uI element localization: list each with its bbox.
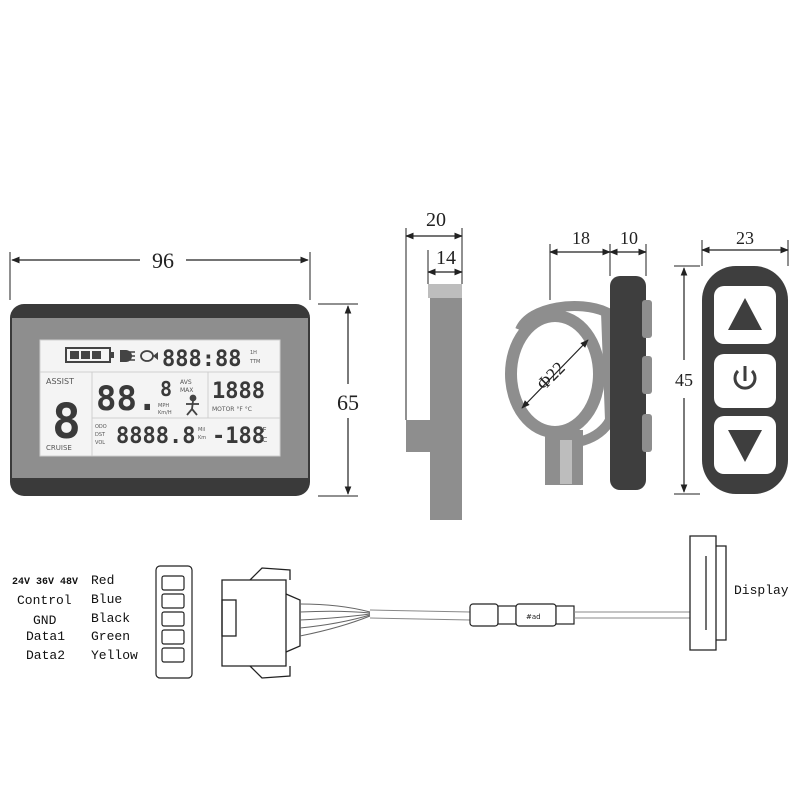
odo-unit-1: Mil xyxy=(198,427,205,433)
temp-unit-c: °C xyxy=(259,436,268,444)
motor-label: MOTOR °F °C xyxy=(212,406,252,413)
assist-digit: 8 xyxy=(52,394,81,450)
clock-digits: 888:88 xyxy=(162,347,241,372)
headlight-icon xyxy=(120,350,135,362)
cruise-label: CRUISE xyxy=(46,444,72,452)
svg-text:10: 10 xyxy=(620,228,638,248)
display-label: Display xyxy=(734,583,789,598)
clock-unit-top: 1H xyxy=(250,350,257,356)
lcd-screen xyxy=(39,339,281,457)
speed-digits: 88. xyxy=(96,379,157,419)
walk-assist-icon xyxy=(186,394,199,416)
wire-label-data2: Data2 xyxy=(26,648,65,663)
svg-text:Φ22: Φ22 xyxy=(533,358,569,394)
svg-text:20: 20 xyxy=(426,209,446,231)
svg-text:23: 23 xyxy=(736,228,754,248)
dimension-side-body: 14 xyxy=(427,247,463,284)
wire-color-green: Green xyxy=(91,629,130,644)
voltage-label: 24V 36V 48V xyxy=(12,577,78,588)
odo-unit-2: Km xyxy=(198,435,206,441)
lcd-display-front: 888:88 1H TTM ASSIST 8 CRUISE 88. 8 MPH … xyxy=(10,304,310,496)
temp-unit-f: °F xyxy=(259,426,267,434)
arrow-down-icon xyxy=(728,430,762,462)
speed-unit-2: Km/H xyxy=(158,410,172,416)
dimension-keypad-width: 23 xyxy=(701,228,789,266)
handlebar-clamp: Φ22 xyxy=(505,301,616,485)
speed-decimal: 8 xyxy=(160,377,172,401)
cable-to-display xyxy=(574,611,690,619)
max-label: MAX xyxy=(180,387,193,394)
wire-color-blue: Blue xyxy=(91,592,122,607)
svg-text:#ad: #ad xyxy=(526,613,541,621)
wire-label-data1: Data1 xyxy=(26,629,65,644)
switch-side-body xyxy=(610,276,652,490)
wiring-labels: 24V 36V 48V Control GND Data1 Data2 Red … xyxy=(12,573,138,663)
wire-color-red: Red xyxy=(91,573,114,588)
keypad-front xyxy=(702,266,788,494)
wire-label-gnd: GND xyxy=(33,613,57,628)
dimension-clamp-width: 18 10 xyxy=(549,228,647,300)
odo-label: ODO xyxy=(95,424,107,430)
svg-text:96: 96 xyxy=(152,248,174,273)
speed-unit: MPH xyxy=(158,403,169,409)
svg-text:45: 45 xyxy=(675,370,693,390)
power-digits: 1888 xyxy=(212,379,265,404)
temp-digits: -188 xyxy=(212,424,265,449)
display-connector xyxy=(689,535,727,651)
wire-color-black: Black xyxy=(91,611,130,626)
display-side-profile xyxy=(406,284,462,520)
svg-text:18: 18 xyxy=(572,228,590,248)
wire-label-control: Control xyxy=(17,593,72,608)
dimension-keypad-height: 45 xyxy=(674,265,700,495)
connector-pinout xyxy=(155,565,193,679)
cable-bundle xyxy=(299,603,471,637)
arrow-up-icon xyxy=(728,298,762,330)
plug-connector xyxy=(221,567,301,679)
dimension-display-height: 65 xyxy=(318,303,359,497)
avs-label: AVS xyxy=(180,379,192,386)
dimension-display-width: 96 xyxy=(9,248,311,300)
battery-icon xyxy=(65,347,114,363)
svg-text:65: 65 xyxy=(337,390,359,415)
dst-label: DST xyxy=(95,432,106,438)
power-icon xyxy=(733,366,757,390)
vol-label: VOL xyxy=(95,440,105,446)
clock-unit-bottom: TTM xyxy=(249,359,260,365)
inline-connector: #ad xyxy=(469,603,575,627)
assist-label: ASSIST xyxy=(46,377,74,386)
bell-icon xyxy=(140,350,158,362)
odo-digits: 8888.8 xyxy=(116,424,195,449)
wire-color-yellow: Yellow xyxy=(91,648,138,663)
svg-text:14: 14 xyxy=(436,247,456,269)
